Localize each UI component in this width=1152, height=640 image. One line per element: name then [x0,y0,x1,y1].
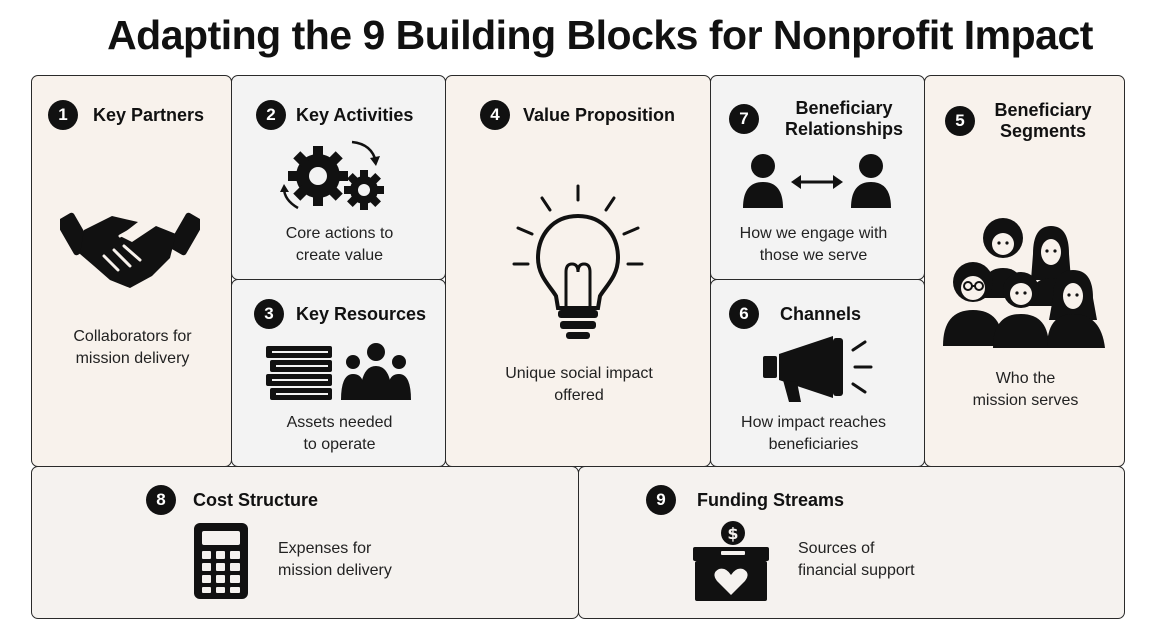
block-beneficiary-segments: 5 Beneficiary Segments [924,75,1125,467]
block-description: Who the mission serves [925,368,1124,412]
desc-line: beneficiaries [768,436,859,453]
gears-icon [280,138,390,216]
block-number: 2 [256,100,286,130]
block-header: 9 Funding Streams [646,485,844,515]
block-label: Funding Streams [697,489,845,510]
block-label: Beneficiary Segments [983,100,1103,142]
block-description: Unique social impact offered [446,363,710,407]
desc-line: financial support [798,562,915,579]
desc-line: Sources of [798,540,875,557]
block-label: Key Activities [296,104,414,125]
block-funding-streams: 9 Funding Streams $ Sources of financial… [578,466,1125,619]
desc-line: mission serves [972,392,1079,409]
block-number: 9 [646,485,676,515]
block-label: Cost Structure [193,489,319,510]
block-label: Key Resources [296,303,427,324]
block-description: How we engage with those we serve [711,223,916,267]
svg-text:$: $ [727,524,738,543]
lightbulb-icon [512,184,644,342]
block-header: 3 Key Resources [254,299,426,329]
block-description: Assets needed to operate [232,412,445,456]
desc-line: How we engage with [739,225,888,242]
block-description: Expenses for mission delivery [278,538,478,582]
block-description: Sources of financial support [798,538,998,582]
desc-line: How impact reaches [741,414,886,431]
block-header: 4 Value Proposition [480,100,675,130]
block-description: How impact reaches beneficiaries [711,412,916,456]
desc-line: Expenses for [278,540,372,557]
handshake-icon [60,196,200,292]
block-value-proposition: 4 Value Proposition Unique social impact… [445,75,711,467]
desc-line: to operate [303,436,376,453]
block-label: Value Proposition [523,104,676,125]
block-number: 5 [945,106,975,136]
block-channels: 6 Channels How impact reaches beneficiar… [710,279,925,467]
calculator-icon [192,521,250,601]
block-label: Beneficiary Relationships [769,98,919,140]
block-header: 1 Key Partners [48,100,204,130]
block-number: 3 [254,299,284,329]
desc-line: Collaborators for [73,328,192,345]
block-label: Key Partners [93,104,205,125]
block-description: Core actions to create value [232,223,445,267]
block-key-activities: 2 Key Activities [231,75,446,280]
label-line: Beneficiary [795,98,893,118]
block-key-resources: 3 Key Resources Asse [231,279,446,467]
block-number: 8 [146,485,176,515]
megaphone-icon [761,334,877,404]
block-header: 2 Key Activities [256,100,413,130]
block-cost-structure: 8 Cost Structure Expenses for mission de… [31,466,579,619]
desc-line: Who the [995,370,1056,387]
block-header: 6 Channels [729,299,861,329]
books-people-icon [264,342,416,402]
block-header: 7 Beneficiary Relationships [729,98,919,140]
label-line: Relationships [784,119,904,139]
desc-line: mission delivery [278,562,392,579]
desc-line: offered [554,387,604,404]
page-title: Adapting the 9 Building Blocks for Nonpr… [107,12,1093,58]
desc-line: Unique social impact [505,365,653,382]
block-number: 6 [729,299,759,329]
block-number: 4 [480,100,510,130]
desc-line: create value [295,247,384,264]
two-people-arrow-icon [741,152,893,210]
desc-line: those we serve [759,247,868,264]
block-label: Channels [780,303,862,324]
donation-box-icon: $ [691,519,771,603]
block-number: 7 [729,104,759,134]
label-line: Beneficiary [994,100,1092,120]
block-key-partners: 1 Key Partners Collaborators for mission… [31,75,232,467]
block-beneficiary-relationships: 7 Beneficiary Relationships How we engag… [710,75,925,280]
desc-line: Assets needed [286,414,393,431]
desc-line: Core actions to [285,225,394,242]
block-number: 1 [48,100,78,130]
desc-line: mission delivery [75,350,190,367]
people-group-icon [941,214,1107,348]
block-description: Collaborators for mission delivery [32,326,231,370]
block-header: 8 Cost Structure [146,485,318,515]
label-line: Segments [999,121,1087,141]
block-header: 5 Beneficiary Segments [945,100,1103,142]
